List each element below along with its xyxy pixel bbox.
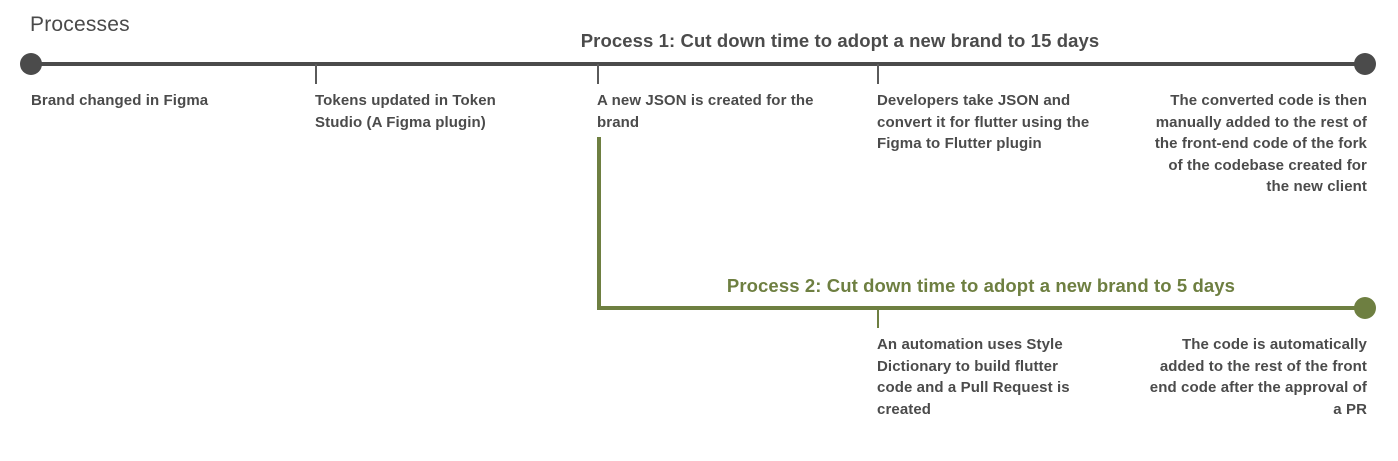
process-1-step-4-label: Developers take JSON and convert it for … (877, 92, 1090, 152)
process-1-step-2-label: Tokens updated in Token Studio (A Figma … (315, 92, 496, 131)
process-1-step-5-label: The converted code is then manually adde… (1154, 92, 1367, 195)
process-2-title: Process 2: Cut down time to adopt a new … (726, 275, 1236, 296)
process-branch-connector (597, 137, 601, 310)
process-2-step-2-label: The code is automatically added to the r… (1149, 336, 1367, 418)
timeline-tick-4 (877, 308, 879, 328)
page-title: Processes (30, 13, 130, 36)
process-2-step-1-label: An automation uses Style Dictionary to b… (877, 336, 1070, 418)
process-1-timeline-rail (31, 62, 1365, 66)
process-1-step-3-label: A new JSON is created for the brand (597, 92, 814, 131)
timeline-start-dot (20, 53, 42, 75)
process-1-title: Process 1: Cut down time to adopt a new … (580, 30, 1100, 51)
process-1-end-dot (1354, 53, 1376, 75)
process-2-end-dot (1354, 297, 1376, 319)
timeline-tick-3 (877, 64, 879, 84)
timeline-tick-2 (597, 64, 599, 84)
process-1-step-1-label: Brand changed in Figma (31, 92, 209, 109)
timeline-tick-1 (315, 64, 317, 84)
process-2-timeline-rail (597, 306, 1365, 310)
